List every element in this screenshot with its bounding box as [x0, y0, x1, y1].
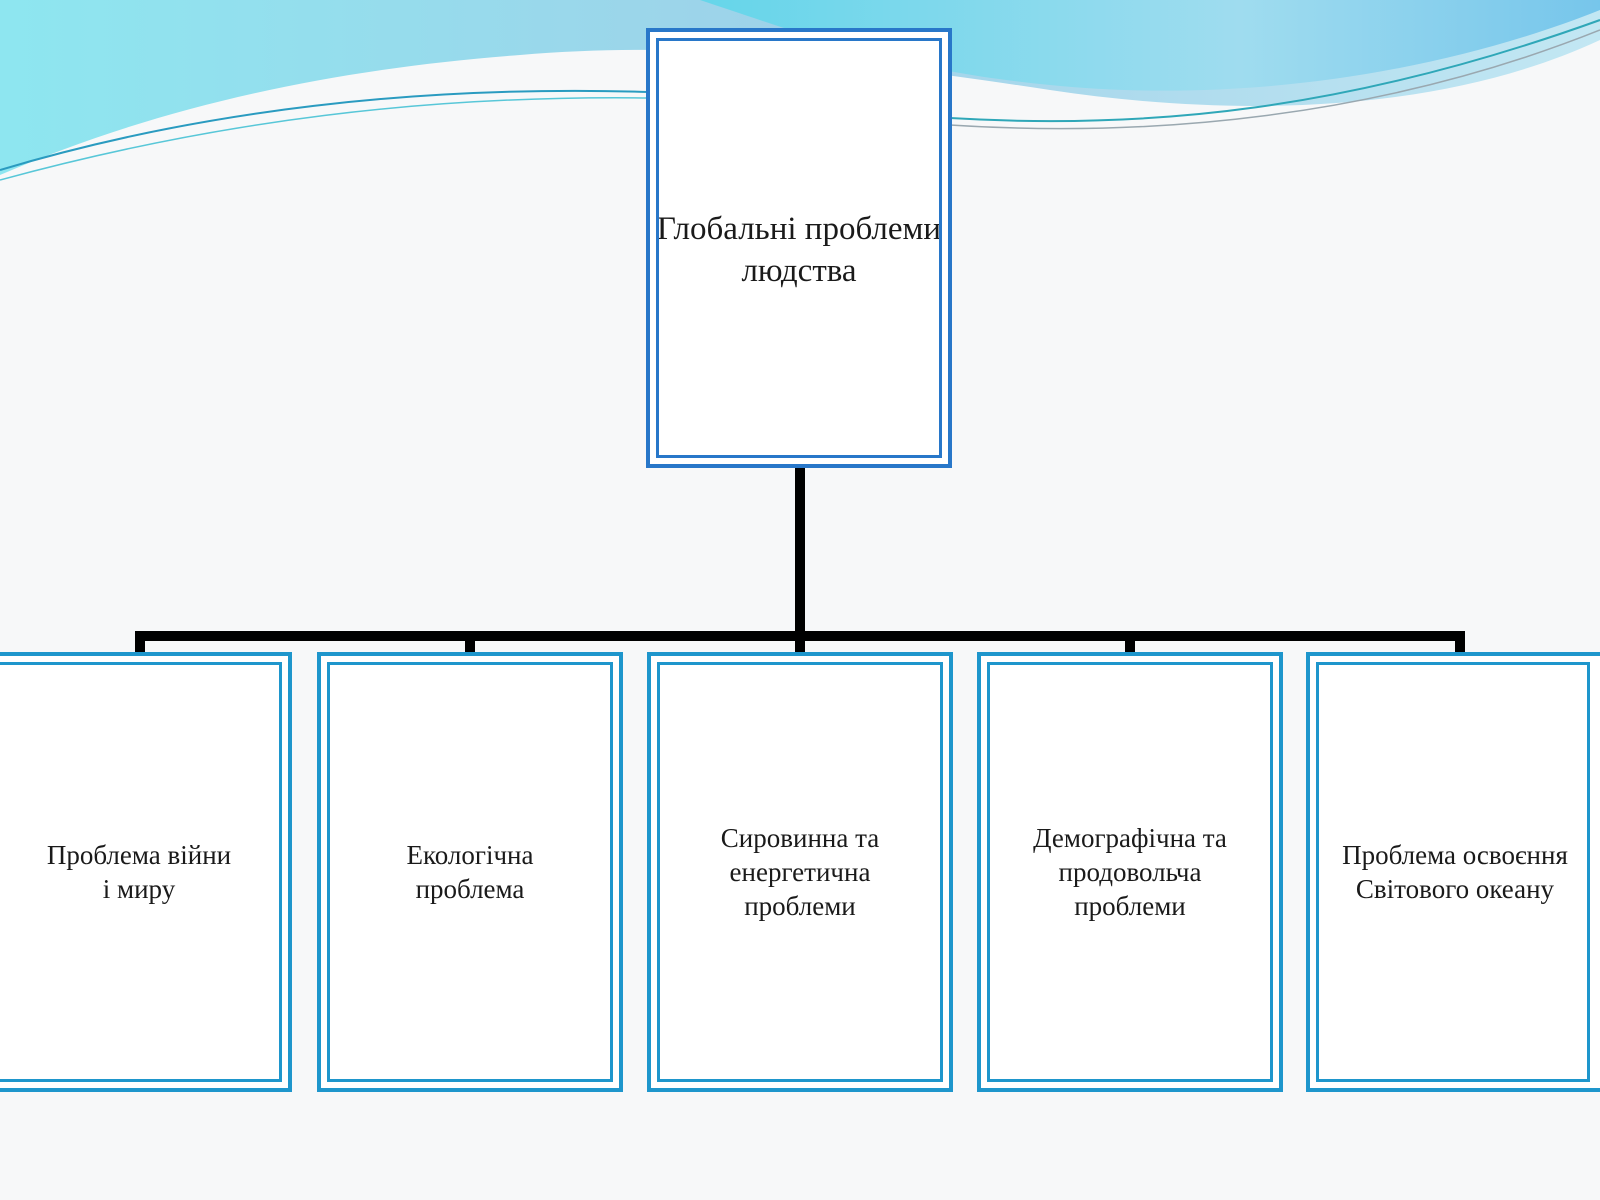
- child-node-ecology: Екологічна проблема: [317, 652, 623, 1092]
- child-node-ocean: Проблема освоєння Світового океану: [1306, 652, 1600, 1092]
- child-node-raw-energy: Сировинна та енергетична проблеми: [647, 652, 953, 1092]
- wave-decoration: [0, 0, 1600, 181]
- child-node-label: Проблема війни і миру: [46, 840, 232, 904]
- root-node: Глобальні проблеми людства: [646, 28, 952, 468]
- child-node-war-peace: Проблема війни і миру: [0, 652, 292, 1092]
- child-node-label: Проблема освоєння Світового океану: [1342, 840, 1568, 904]
- root-node-label: Глобальні проблеми людства: [656, 211, 942, 289]
- child-node-label: Сировинна та енергетична проблеми: [720, 823, 880, 921]
- child-node-label: Демографічна та продовольча проблеми: [1033, 823, 1227, 921]
- child-node-demographic-food: Демографічна та продовольча проблеми: [977, 652, 1283, 1092]
- child-node-label: Екологічна проблема: [406, 840, 534, 904]
